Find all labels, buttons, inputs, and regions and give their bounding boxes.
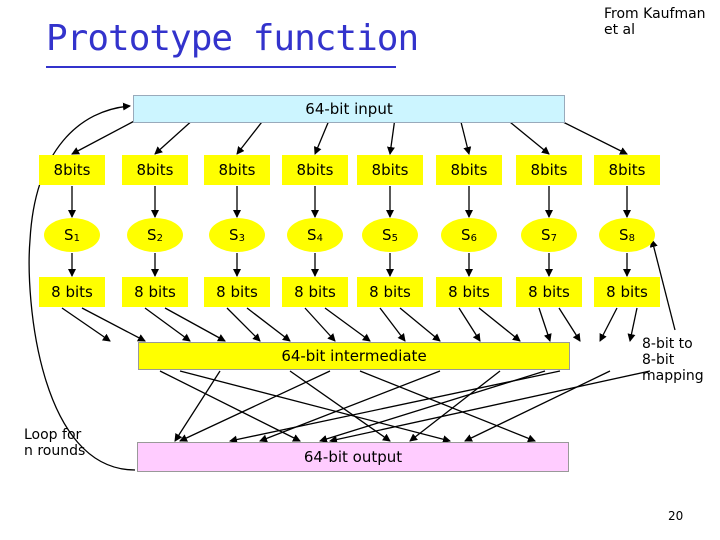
sbox-letter: S (382, 226, 392, 244)
bottom-chunk-to-mid-a-4 (304, 307, 336, 342)
mapping-pointer-arrow (649, 239, 676, 331)
bottom-chunk-to-mid-a-7 (538, 307, 552, 342)
perm-arrow-12 (319, 370, 546, 443)
sbox-letter: S (307, 226, 317, 244)
bottom-chunk-to-mid-b-5 (399, 307, 441, 342)
input-bar: 64-bit input (133, 95, 565, 123)
sbox-letter: S (147, 226, 157, 244)
perm-arrow-6 (359, 370, 536, 443)
top-chunk-6: 8bits (436, 155, 502, 185)
bottom-chunk-7: 8 bits (516, 277, 582, 307)
slide-title: Prototype function (46, 18, 419, 59)
bottom-chunk-to-mid-b-2 (164, 307, 226, 342)
perm-arrow-1 (159, 370, 301, 442)
top-chunk-5: 8bits (357, 155, 423, 185)
sbox-letter: S (229, 226, 239, 244)
sbox-subscript: 2 (156, 232, 163, 244)
perm-arrow-7 (259, 370, 441, 443)
sbox-subscript: 5 (391, 232, 398, 244)
bottom-chunk-to-mid-a-1 (61, 307, 111, 342)
sbox-letter: S (619, 226, 629, 244)
sbox-letter: S (461, 226, 471, 244)
sbox-subscript: 1 (73, 232, 80, 244)
perm-arrow-11 (329, 370, 651, 444)
perm-arrow-2 (179, 370, 451, 444)
bottom-chunk-to-mid-a-6 (458, 307, 481, 342)
bottom-chunk-4: 8 bits (282, 277, 348, 307)
top-chunk-4: 8bits (282, 155, 348, 185)
perm-arrow-3 (174, 370, 221, 442)
bottom-chunk-to-mid-b-3 (246, 307, 291, 342)
bottom-chunk-to-mid-a-5 (379, 307, 406, 342)
perm-arrow-5 (179, 370, 331, 442)
input-arrow-3 (236, 117, 266, 155)
bottom-chunk-to-mid-b-8 (627, 307, 638, 342)
page-number: 20 (668, 509, 684, 523)
title-underline (46, 66, 396, 68)
perm-arrow-9 (229, 370, 561, 444)
sbox-letter: S (64, 226, 74, 244)
bottom-chunk-1: 8 bits (39, 277, 105, 307)
bottom-chunk-5: 8 bits (357, 277, 423, 307)
bottom-chunk-to-mid-b-6 (478, 307, 521, 342)
bottom-chunk-to-mid-a-2 (144, 307, 191, 342)
bottom-chunk-2: 8 bits (122, 277, 188, 307)
credit-note: From Kaufman et al (604, 6, 706, 38)
bottom-chunk-3: 8 bits (204, 277, 270, 307)
bottom-chunk-to-mid-b-7 (558, 307, 581, 342)
top-chunk-8: 8bits (594, 155, 660, 185)
input-arrow-2 (154, 117, 196, 155)
perm-arrow-4 (289, 370, 391, 442)
bottom-chunk-to-mid-b-1 (81, 307, 146, 342)
input-arrow-4 (314, 117, 331, 155)
input-arrow-6 (459, 117, 472, 155)
sbox-subscript: 6 (470, 232, 477, 244)
mapping-note: 8-bit to 8-bit mapping (642, 336, 704, 384)
top-chunk-1: 8bits (39, 155, 105, 185)
bottom-chunk-to-mid-b-4 (324, 307, 371, 342)
bottom-chunk-8: 8 bits (594, 277, 660, 307)
sbox-subscript: 3 (238, 232, 245, 244)
bottom-chunk-to-mid-a-3 (226, 307, 261, 342)
perm-arrow-10 (464, 370, 611, 442)
sbox-subscript: 4 (316, 232, 323, 244)
loop-note: Loop for n rounds (24, 427, 86, 459)
sbox-subscript: 8 (628, 232, 635, 244)
top-chunk-3: 8bits (204, 155, 270, 185)
input-arrow-7 (504, 117, 550, 155)
bottom-chunk-to-mid-a-8 (599, 307, 618, 342)
output-bar: 64-bit output (137, 442, 569, 472)
perm-arrow-8 (409, 370, 501, 442)
input-arrow-5 (387, 117, 396, 155)
intermediate-bar: 64-bit intermediate (138, 342, 570, 370)
top-chunk-7: 8bits (516, 155, 582, 185)
input-arrow-1 (71, 117, 141, 155)
bottom-chunk-6: 8 bits (436, 277, 502, 307)
loop-arrow (28, 102, 136, 471)
top-chunk-2: 8bits (122, 155, 188, 185)
sbox-subscript: 7 (550, 232, 557, 244)
input-arrow-8 (554, 117, 628, 155)
sbox-letter: S (541, 226, 551, 244)
